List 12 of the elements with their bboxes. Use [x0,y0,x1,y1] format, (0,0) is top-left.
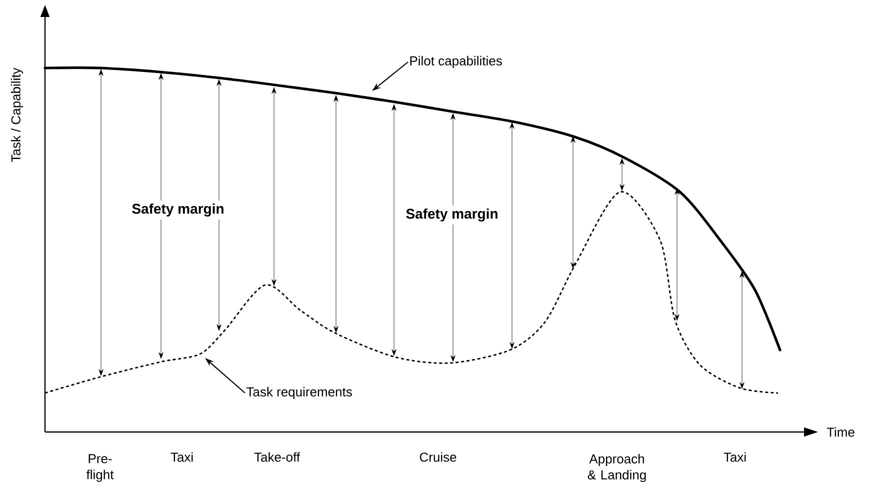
axis-title: Time [826,427,854,437]
phase-label: Approach & Landing [588,454,646,482]
phase-label: Taxi [170,452,193,462]
phase-label: Pre- flight [86,454,114,482]
margin-label: Safety margin [402,205,502,225]
phase-label: Taxi [724,452,746,462]
phase-label: Cruise [420,452,456,462]
axis-title: Task / Capability [10,68,24,162]
curve-label: Task requirements [246,386,352,400]
curve-label: Pilot capabilities [410,56,502,68]
phase-label: Take-off [254,452,300,462]
margin-label: Safety margin [128,200,228,220]
